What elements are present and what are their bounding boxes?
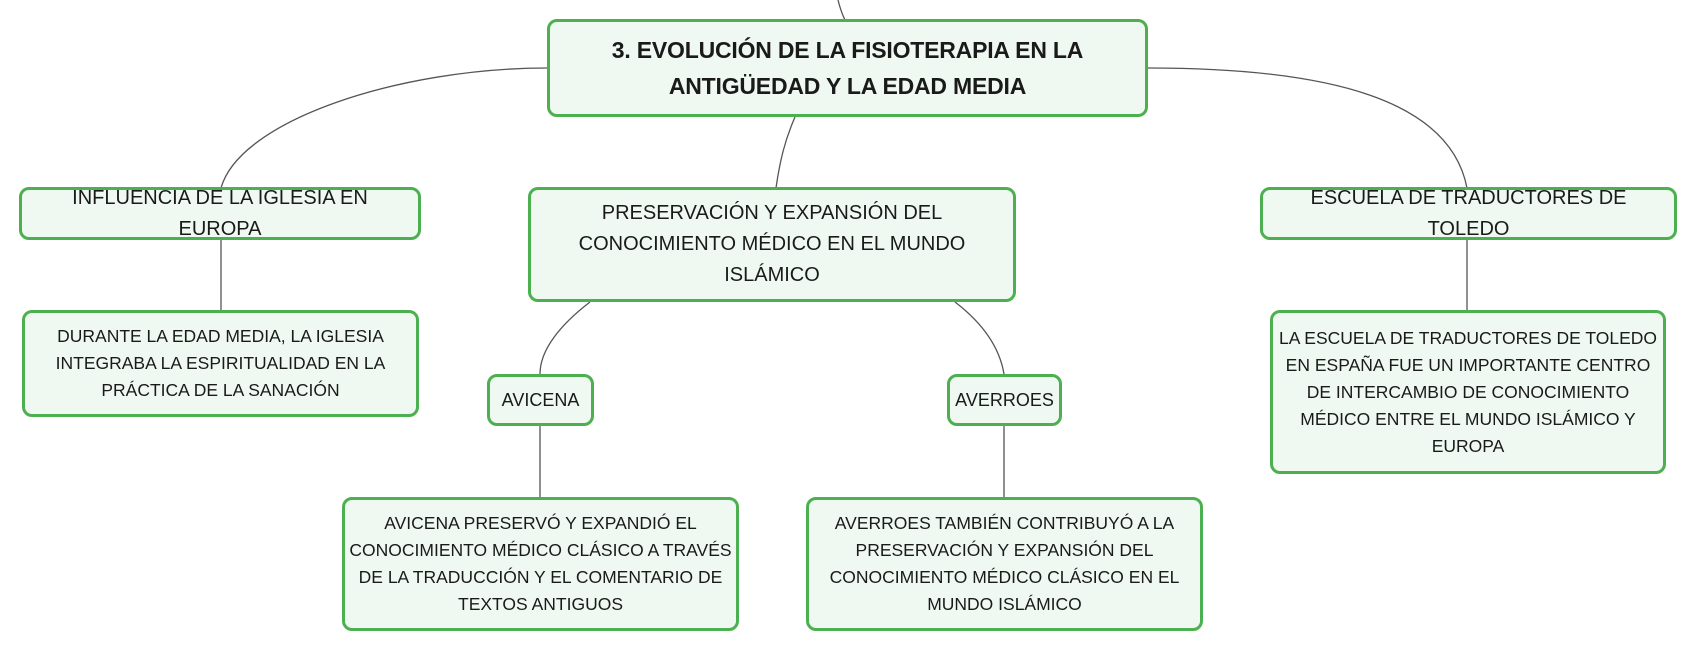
detail-node-toledo[interactable]: LA ESCUELA DE TRADUCTORES DE TOLEDO EN E… xyxy=(1270,310,1666,474)
detail-text-toledo: LA ESCUELA DE TRADUCTORES DE TOLEDO EN E… xyxy=(1279,327,1657,456)
root-topic-title: 3. EVOLUCIÓN DE LA FISIOTERAPIA EN LA AN… xyxy=(611,37,1084,99)
branch-node-toledo[interactable]: ESCUELA DE TRADUCTORES DE TOLEDO xyxy=(1260,187,1677,240)
connector-root-to-toledo xyxy=(1147,67,1468,189)
branch-label-toledo: ESCUELA DE TRADUCTORES DE TOLEDO xyxy=(1310,186,1627,240)
connector-incoming-root xyxy=(837,0,846,21)
detail-text-avicena: AVICENA PRESERVÓ Y EXPANDIÓ EL CONOCIMIE… xyxy=(349,513,732,614)
branch-label-mundo-islamico: PRESERVACIÓN Y EXPANSIÓN DEL CONOCIMIENT… xyxy=(578,202,966,286)
connector-islamico-to-avicena xyxy=(539,301,591,375)
branch-node-mundo-islamico[interactable]: PRESERVACIÓN Y EXPANSIÓN DEL CONOCIMIENT… xyxy=(528,187,1016,302)
subtopic-label-avicena: AVICENA xyxy=(501,389,580,410)
branch-label-iglesia: INFLUENCIA DE LA IGLESIA EN EUROPA xyxy=(72,186,368,240)
branch-node-iglesia[interactable]: INFLUENCIA DE LA IGLESIA EN EUROPA xyxy=(19,187,421,240)
connector-root-to-islamico xyxy=(775,116,796,189)
subtopic-label-averroes: AVERROES xyxy=(955,389,1054,410)
root-topic-node[interactable]: 3. EVOLUCIÓN DE LA FISIOTERAPIA EN LA AN… xyxy=(547,19,1148,117)
detail-text-iglesia: DURANTE LA EDAD MEDIA, LA IGLESIA INTEGR… xyxy=(55,326,386,400)
detail-node-iglesia[interactable]: DURANTE LA EDAD MEDIA, LA IGLESIA INTEGR… xyxy=(22,310,419,417)
detail-node-avicena[interactable]: AVICENA PRESERVÓ Y EXPANDIÓ EL CONOCIMIE… xyxy=(342,497,739,631)
subtopic-node-averroes[interactable]: AVERROES xyxy=(947,374,1062,426)
detail-node-averroes[interactable]: AVERROES TAMBIÉN CONTRIBUYÓ A LA PRESERV… xyxy=(806,497,1203,631)
subtopic-node-avicena[interactable]: AVICENA xyxy=(487,374,594,426)
detail-text-averroes: AVERROES TAMBIÉN CONTRIBUYÓ A LA PRESERV… xyxy=(829,513,1180,614)
connector-root-to-iglesia xyxy=(220,67,548,189)
connector-islamico-to-averroes xyxy=(954,301,1005,375)
